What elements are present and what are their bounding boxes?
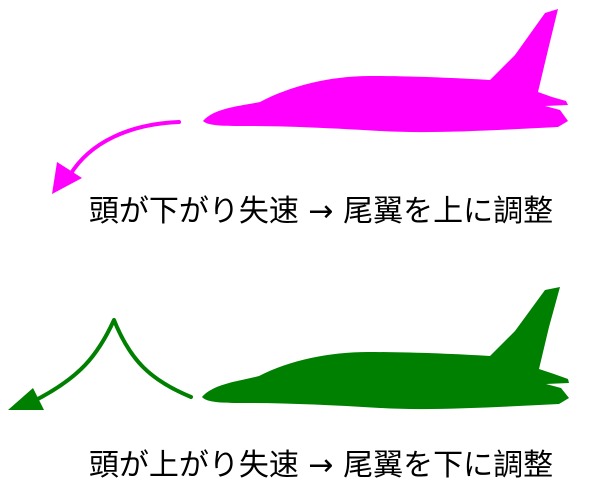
- arrow-head: [8, 388, 44, 410]
- zigzag-arrow-up: [30, 318, 193, 404]
- airplane-silhouette: [202, 287, 569, 410]
- curved-arrow-down: [68, 120, 181, 177]
- panel-nose-down: [52, 9, 568, 194]
- arrow-head: [52, 162, 82, 194]
- caption-nose-down: 頭が下がり失速 → 尾翼を上に調整: [88, 194, 554, 229]
- airplane-silhouette: [203, 9, 568, 133]
- panel-nose-up: [8, 287, 569, 410]
- caption-nose-up: 頭が上がり失速 → 尾翼を下に調整: [88, 448, 554, 483]
